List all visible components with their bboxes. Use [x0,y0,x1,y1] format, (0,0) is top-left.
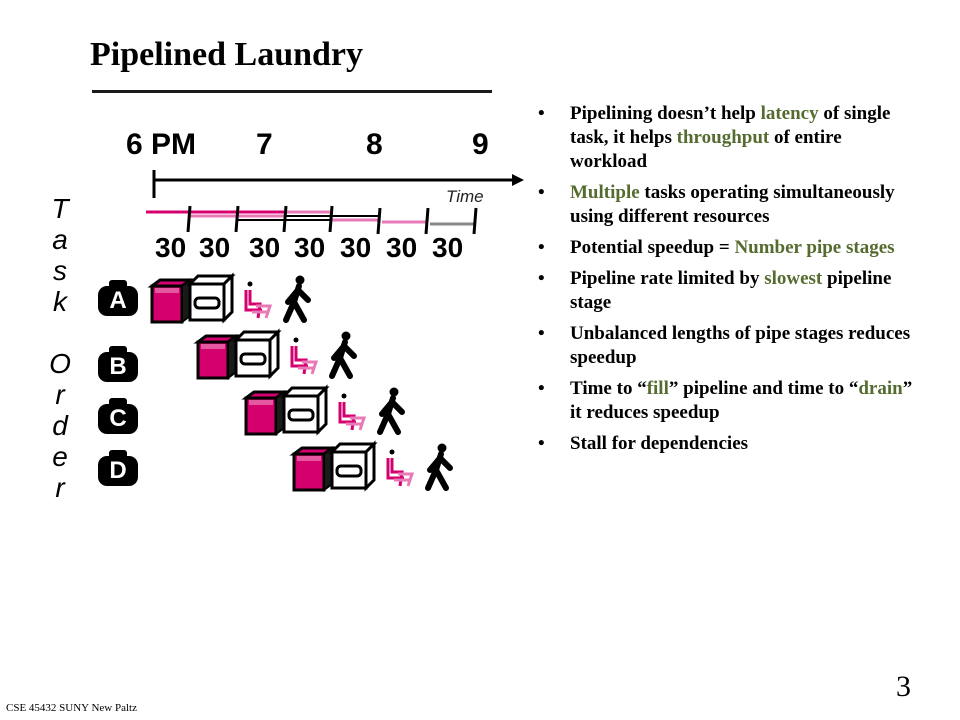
hour-label-7: 7 [256,128,273,161]
hour-label-6pm: 6 PM [126,128,197,161]
bullet-text: tasks operating simultaneously using dif… [570,182,895,227]
dryer-icon [234,330,280,378]
bullet-item: Pipelining doesn’t help latency of singl… [538,102,918,174]
folder-icon [244,280,272,320]
highlight-term: Number pipe stages [734,237,895,258]
title-underline [92,90,492,93]
bullet-item: Stall for dependencies [538,432,918,456]
walking-person-icon [380,388,402,433]
washer-icon [196,334,238,380]
highlight-term: fill [646,378,669,399]
hour-label-8: 8 [366,128,383,161]
time-axis-label: Time [446,187,484,206]
bullet-item: Potential speedup = Number pipe stages [538,236,918,260]
bullet-item: Multiple tasks operating simultaneously … [538,181,918,229]
page-number: 3 [896,670,911,703]
task-badge-b: B [98,346,138,382]
highlight-term: drain [858,378,903,399]
stage-duration-7: 30 [432,232,464,263]
task-row-c [244,386,402,436]
folder-icon [386,448,414,488]
bullet-text: ” it reduces speedup [570,378,913,423]
task-badge-a: A [98,280,138,316]
bullet-item: Time to “fill” pipeline and time to “dra… [538,377,918,425]
bullet-text: ” pipeline and time to “ [668,378,859,399]
stage-duration-4: 30 [294,232,326,263]
washer-icon [244,390,286,436]
washer-icon [292,446,334,492]
bullet-text: Pipelining doesn’t help [570,103,761,124]
bullet-text: Stall for dependencies [570,433,749,454]
bullet-list: Pipelining doesn’t help latency of singl… [538,102,918,463]
bullet-text: of entire workload [570,127,842,172]
walking-person-icon [428,444,450,489]
washer-icon [150,278,192,324]
highlight-term: throughput [676,127,770,148]
folder-icon [338,392,366,432]
task-row-b [196,330,354,380]
bullet-text: Potential speedup = [570,237,735,258]
stage-duration-2: 30 [199,232,231,263]
dryer-icon [188,274,234,322]
bullet-item: Unbalanced lengths of pipe stages reduce… [538,322,918,370]
stage-duration-3: 30 [249,232,281,263]
bullet-text: of single task, it helps [570,103,891,148]
task-row-d [292,442,450,492]
task-badge-c: C [98,398,138,434]
dryer-icon [282,386,328,434]
time-axis [152,170,524,198]
task-badge-d: D [98,450,138,486]
footer-text: CSE 45432 SUNY New Paltz [6,702,137,714]
bullet-text: Pipeline rate limited by [570,268,765,289]
task-order-label: T a s k O r d e r [49,193,71,503]
highlight-term: Multiple [570,182,640,203]
stage-duration-5: 30 [340,232,372,263]
folder-icon [290,336,318,376]
stage-timeline [146,205,478,235]
highlight-term: slowest [764,268,823,289]
walking-person-icon [332,332,354,377]
hour-label-9: 9 [472,128,489,161]
bullet-text: Unbalanced lengths of pipe stages reduce… [570,323,911,368]
bullet-item: Pipeline rate limited by slowest pipelin… [538,267,918,315]
bullet-text: Time to “ [570,378,647,399]
stage-duration-6: 30 [386,232,418,263]
dryer-icon [330,442,376,490]
highlight-term: latency [760,103,819,124]
bullet-text: pipeline stage [570,268,892,313]
task-row-a [150,274,308,324]
page-title: Pipelined Laundry [90,36,364,73]
walking-person-icon [286,276,308,321]
stage-duration-1: 30 [155,232,187,263]
